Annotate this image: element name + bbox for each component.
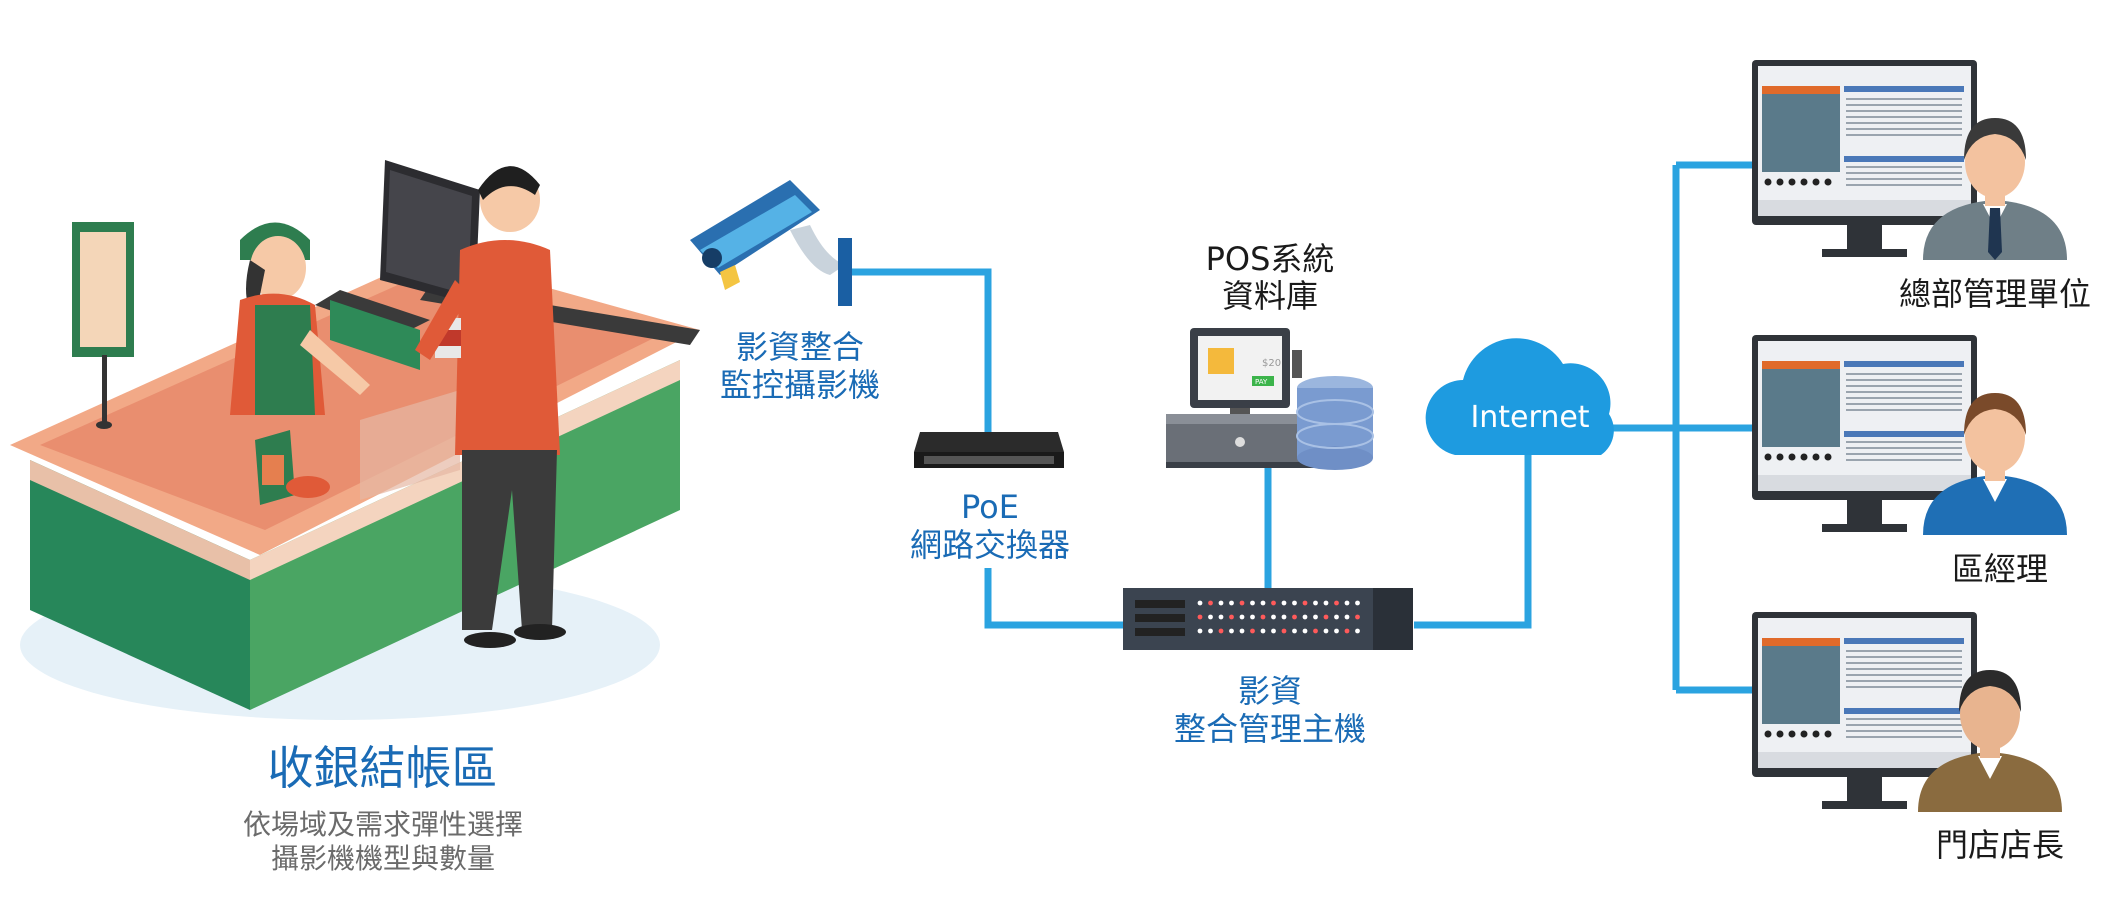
nvr-led (1292, 600, 1297, 606)
internet-cloud-icon (1425, 338, 1614, 455)
nvr-led (1281, 600, 1287, 606)
nvr-status-leds (1197, 600, 1360, 634)
role-regional: 區經理 (1951, 550, 2048, 588)
poe-switch-icon (914, 432, 1064, 468)
nvr-led (1208, 600, 1213, 606)
nvr-led (1355, 614, 1360, 620)
line-nvr-to-cloud (1414, 450, 1532, 629)
checkout-desc-line2: 攝影機機型與數量 (270, 842, 495, 875)
nvr-led (1323, 614, 1329, 620)
switch-label-line1: PoE (961, 488, 1019, 526)
nvr-led (1323, 628, 1329, 634)
nvr-led (1208, 614, 1213, 620)
nvr-led (1197, 600, 1203, 606)
nvr-led (1239, 628, 1245, 634)
line-switch-to-nvr (984, 568, 1130, 629)
role-store: 門店店長 (1935, 826, 2064, 864)
nvr-led (1313, 614, 1318, 620)
nvr-led (1281, 628, 1287, 634)
nvr-led (1250, 614, 1255, 620)
nvr-led (1229, 628, 1234, 634)
nvr-led (1239, 600, 1245, 606)
nvr-led (1218, 628, 1224, 634)
nvr-led (1250, 628, 1255, 634)
nvr-led (1260, 600, 1266, 606)
nvr-led (1260, 614, 1266, 620)
nvr-led (1302, 600, 1308, 606)
camera-label-line2: 監控攝影機 (719, 366, 880, 404)
nvr-led (1302, 614, 1308, 620)
svg-text:$20: $20 (1262, 358, 1281, 369)
person-2 (1923, 393, 2067, 535)
checkout-desc-line1: 依場域及需求彈性選擇 (242, 808, 523, 841)
nvr-led (1344, 614, 1350, 620)
nvr-led (1313, 600, 1318, 606)
nvr-led (1281, 614, 1287, 620)
nvr-led (1208, 628, 1213, 634)
nvr-label-line2: 整合管理主機 (1173, 710, 1366, 748)
nvr-led (1355, 600, 1360, 606)
person-3 (1918, 670, 2062, 812)
connection-lines (845, 161, 1760, 694)
nvr-led (1334, 628, 1339, 634)
nvr-led (1197, 628, 1203, 634)
cashier-figure (230, 222, 370, 415)
nvr-led (1271, 628, 1276, 634)
pos-label-line2: 資料庫 (1221, 277, 1318, 315)
nvr-host-icon (1123, 588, 1413, 650)
internet-label: Internet (1470, 400, 1590, 435)
nvr-led (1218, 614, 1224, 620)
nvr-led (1344, 628, 1350, 634)
nvr-led (1292, 614, 1297, 620)
nvr-led (1271, 600, 1276, 606)
role-hq: 總部管理單位 (1898, 275, 2091, 313)
nvr-led (1334, 614, 1339, 620)
monitor-3 (1752, 612, 1977, 809)
switch-label-line2: 網路交換器 (909, 526, 1070, 564)
surveillance-camera-icon (690, 180, 852, 306)
nvr-label-line1: 影資 (1237, 672, 1302, 710)
pos-terminal-icon: $20 PAY (1166, 328, 1314, 468)
nvr-led (1197, 614, 1203, 620)
nvr-led (1344, 600, 1350, 606)
pos-label-line1: POS系統 (1205, 240, 1335, 278)
camera-label-line1: 影資整合 (735, 328, 864, 366)
nvr-led (1239, 614, 1245, 620)
checkout-counter-illustration (10, 160, 700, 720)
nvr-led (1250, 600, 1255, 606)
database-icon (1296, 376, 1374, 470)
checkout-zone-title: 收銀結帳區 (267, 741, 498, 795)
nvr-led (1334, 600, 1339, 606)
nvr-led (1229, 600, 1234, 606)
monitor-2 (1752, 335, 1977, 532)
nvr-led (1292, 628, 1297, 634)
person-1 (1923, 118, 2067, 260)
nvr-led (1218, 600, 1224, 606)
monitor-1 (1752, 60, 1977, 257)
nvr-led (1313, 628, 1318, 634)
nvr-led (1302, 628, 1308, 634)
customer-figure (415, 166, 566, 648)
nvr-led (1229, 614, 1234, 620)
nvr-led (1355, 628, 1360, 634)
nvr-led (1271, 614, 1276, 620)
nvr-led (1323, 600, 1329, 606)
nvr-led (1260, 628, 1266, 634)
svg-text:PAY: PAY (1255, 378, 1268, 386)
line-camera-to-switch (845, 268, 992, 432)
